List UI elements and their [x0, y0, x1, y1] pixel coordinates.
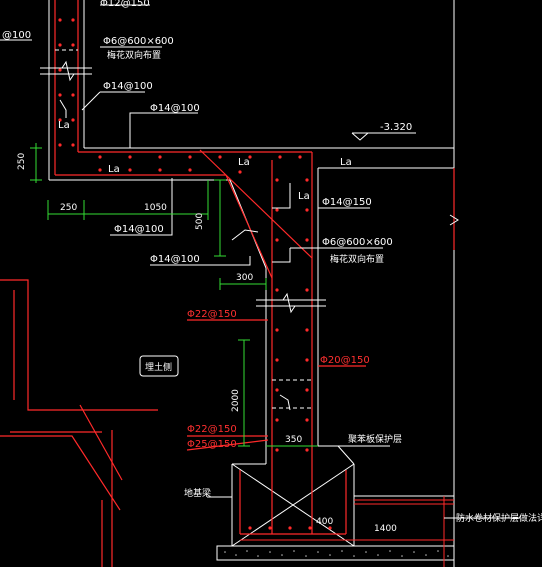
leader-lines [0, 4, 520, 519]
label-tie-rebar-mid: Φ6@600×600 [322, 237, 393, 248]
dim-1050: 1050 [144, 203, 167, 213]
rebar-lines [0, 0, 455, 567]
label-rebar-14-100-d: Φ14@100 [150, 254, 200, 265]
label-rebar-14-100-c: Φ14@100 [114, 224, 164, 235]
label-rebar-14-100-b: Φ14@100 [150, 103, 200, 114]
label-rebar-22-150-a: Φ22@150 [187, 309, 237, 320]
dim-350: 350 [285, 435, 302, 445]
dim-300: 300 [236, 273, 253, 283]
rebar-dots [58, 18, 332, 530]
label-spacing-100: @100 [2, 30, 31, 41]
label-rebar-22-150-b: Φ22@150 [187, 424, 237, 435]
dim-1400: 1400 [374, 524, 397, 534]
dim-500: 500 [195, 213, 205, 230]
break-symbols [40, 60, 459, 314]
label-waterproof-note: 防水卷材保护层做法详见图 [456, 512, 542, 524]
label-la-left: La [58, 120, 70, 131]
label-rebar-20-150: Φ20@150 [320, 355, 370, 366]
label-foundation-beam: 地基梁 [184, 487, 211, 499]
label-rebar-25-150: Φ25@150 [187, 439, 237, 450]
annotations: Φ12@150 @100 Φ6@600×600 梅花双向布置 Φ14@100 L… [2, 0, 542, 534]
label-elevation: -3.320 [380, 122, 412, 133]
label-soil-side: 埋土侧 [145, 361, 172, 373]
label-la-right: La [340, 157, 352, 168]
label-tie-rebar-top: Φ6@600×600 [103, 36, 174, 47]
label-tie-note-top: 梅花双向布置 [107, 49, 161, 61]
label-la-mid-1: La [108, 164, 120, 175]
dim-250-vertical: 250 [17, 153, 27, 170]
tie-bars [55, 49, 312, 409]
label-la-small: La [298, 191, 310, 202]
dim-2000: 2000 [231, 389, 241, 412]
label-tie-note-mid: 梅花双向布置 [330, 253, 384, 265]
label-rebar-12-150: Φ12@150 [100, 0, 150, 9]
label-waterproof-board: 聚苯板保护层 [348, 433, 402, 445]
label-rebar-14-150: Φ14@150 [322, 197, 372, 208]
waterproof-layers [240, 496, 454, 567]
label-rebar-14-100-a: Φ14@100 [103, 81, 153, 92]
label-la-mid-2: La [238, 157, 250, 168]
dim-250-horizontal: 250 [60, 203, 77, 213]
concrete-outline [48, 0, 455, 567]
dim-400: 400 [316, 517, 333, 527]
gravel-hatch [224, 550, 449, 557]
dimension-lines [30, 143, 318, 447]
